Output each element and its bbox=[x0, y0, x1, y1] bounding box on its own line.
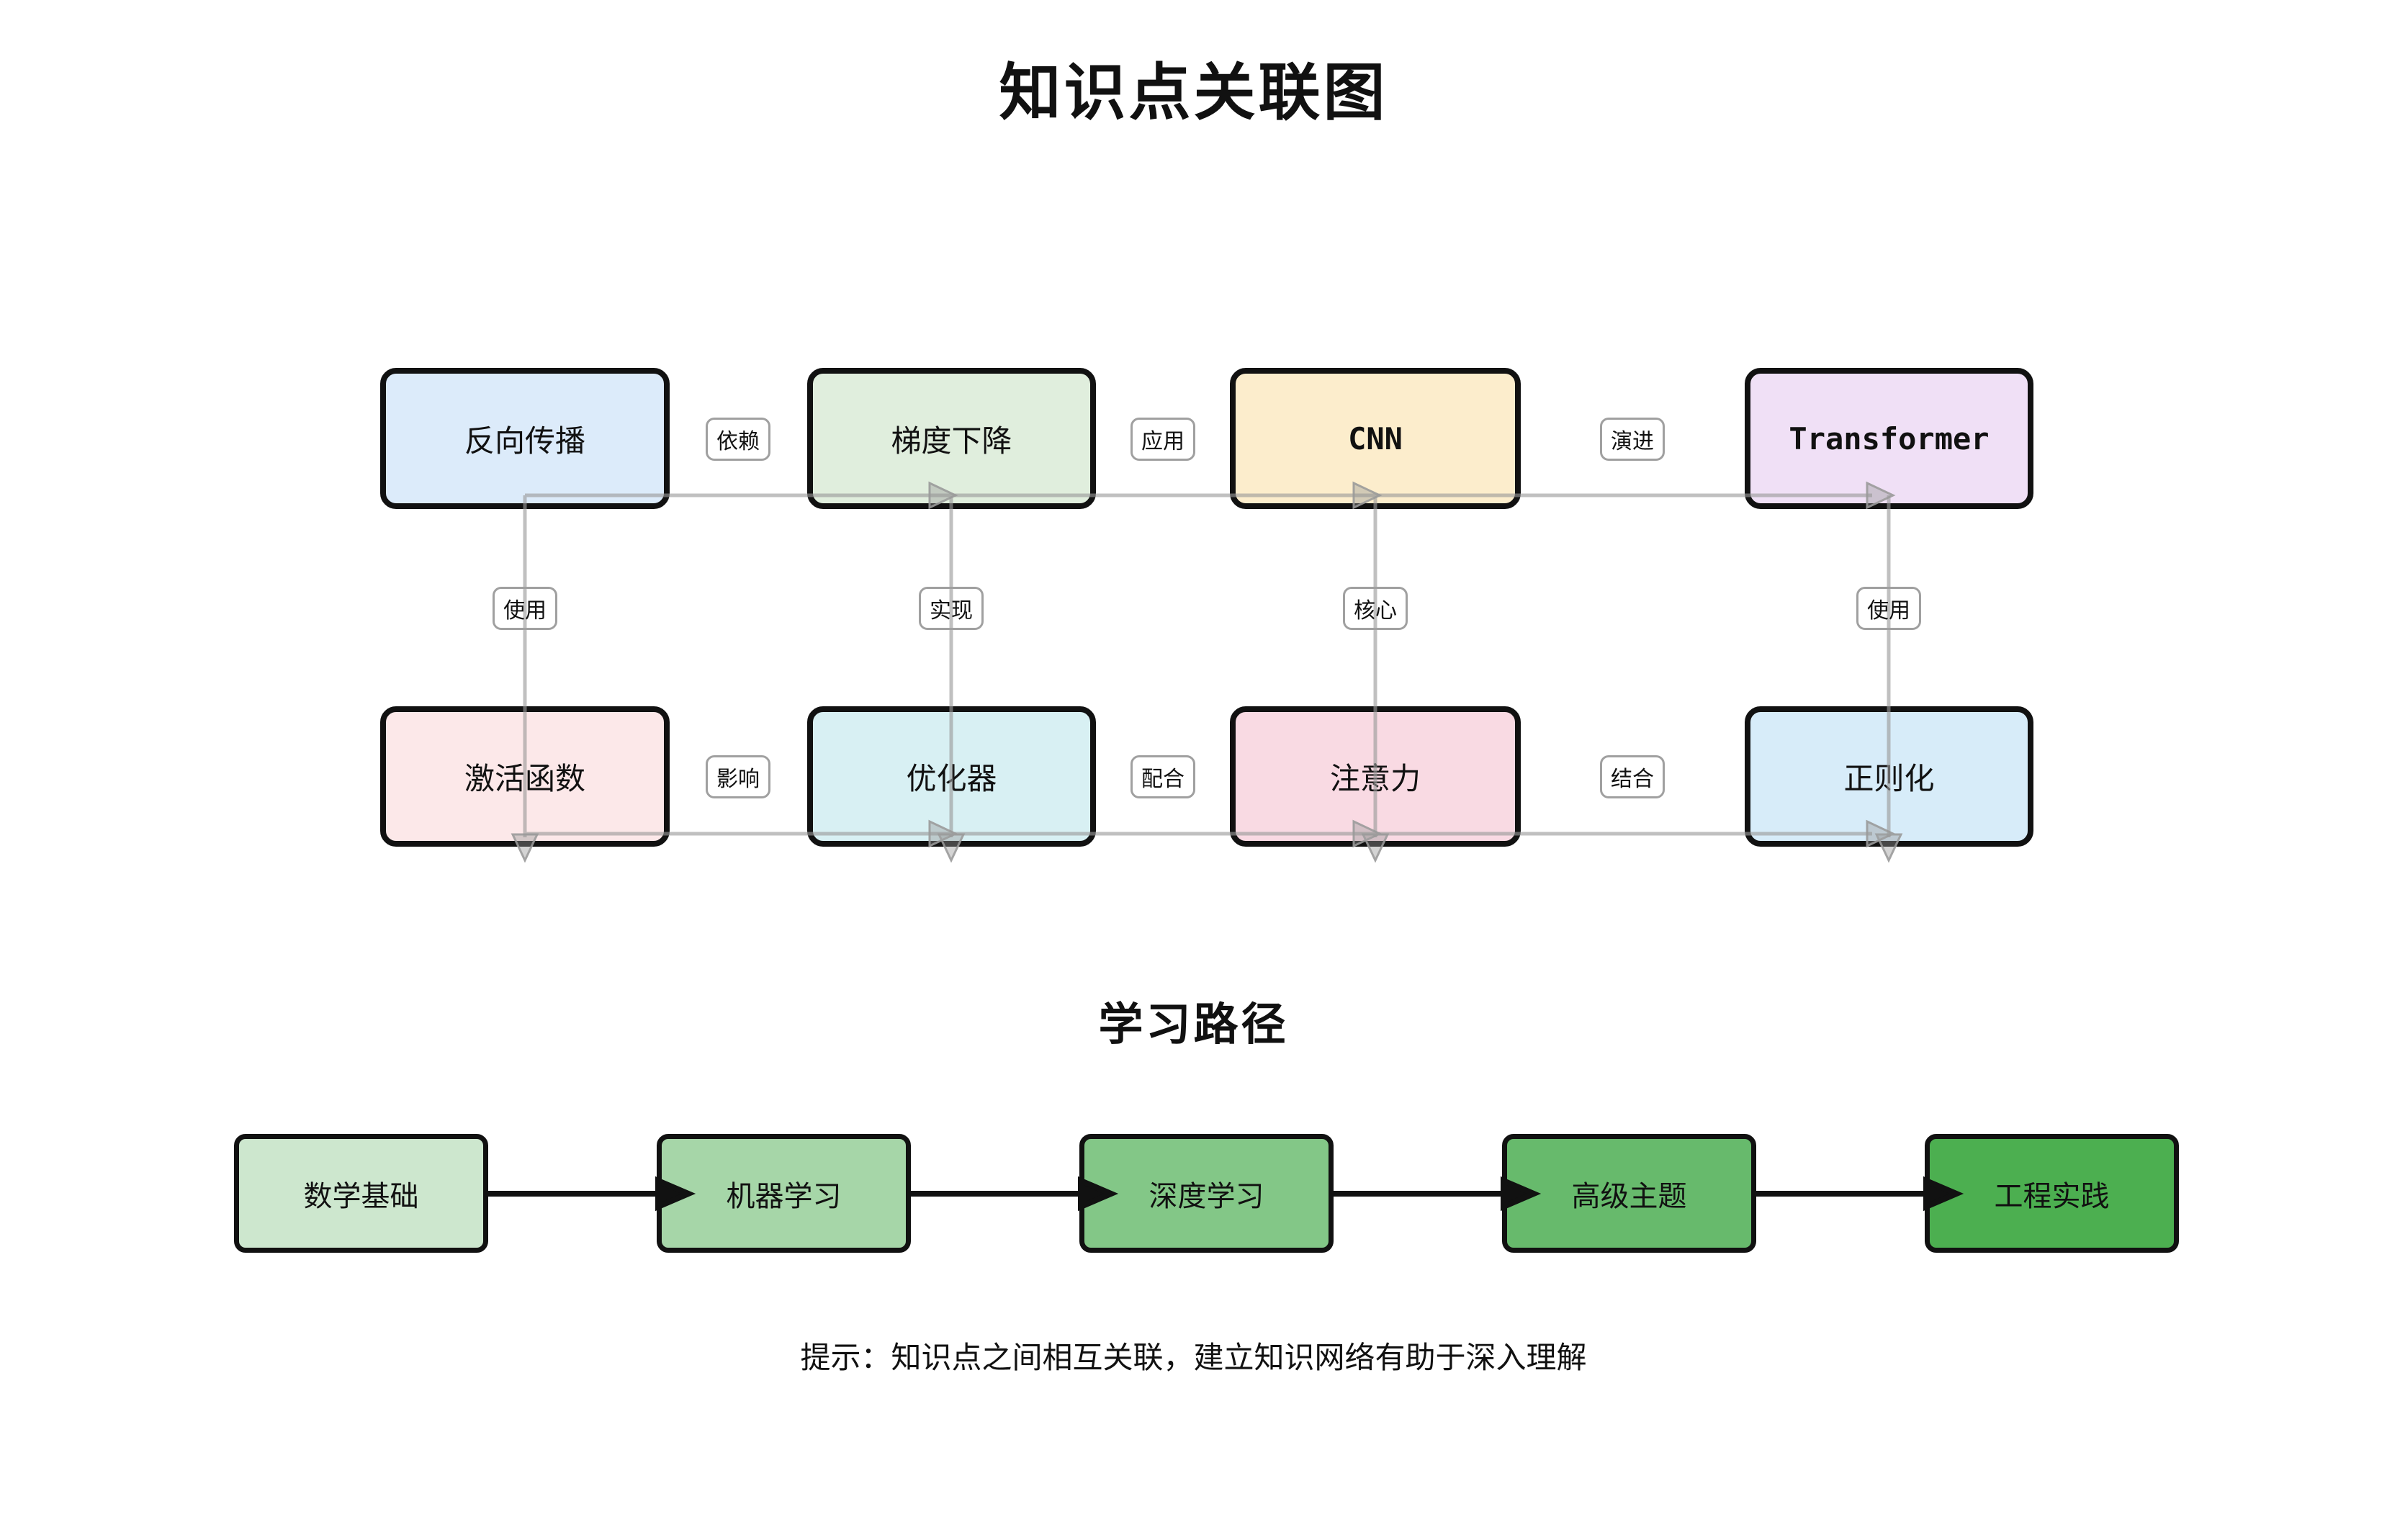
concept-node-label: CNN bbox=[1348, 420, 1403, 456]
concept-node-attention: 注意力 bbox=[1230, 706, 1521, 847]
edge-label-apply: 应用 bbox=[1130, 418, 1195, 461]
concept-node-activation-function: 激活函数 bbox=[380, 706, 670, 847]
path-node-label: 数学基础 bbox=[303, 1179, 419, 1213]
concept-node-label: 反向传播 bbox=[464, 423, 585, 459]
edge-label-use-2: 使用 bbox=[1856, 587, 1921, 630]
path-node-label: 高级主题 bbox=[1571, 1179, 1687, 1213]
concept-node-cnn: CNN bbox=[1230, 368, 1521, 509]
concept-node-optimizer: 优化器 bbox=[807, 706, 1096, 847]
edge-label-use-1: 使用 bbox=[493, 587, 557, 630]
edge-label-cooperate: 配合 bbox=[1130, 755, 1195, 798]
edge-label-combine: 结合 bbox=[1600, 755, 1665, 798]
concept-node-label: 激活函数 bbox=[464, 761, 585, 796]
concept-node-regularization: 正则化 bbox=[1745, 706, 2033, 847]
concept-node-label: 优化器 bbox=[906, 761, 997, 796]
path-node-label: 工程实践 bbox=[1994, 1179, 2110, 1213]
path-node-label: 深度学习 bbox=[1148, 1179, 1264, 1213]
concept-node-label: Transformer bbox=[1789, 420, 1990, 456]
path-node-machine-learning: 机器学习 bbox=[657, 1134, 911, 1253]
hint-text: 提示：知识点之间相互关联，建立知识网络有助于深入理解 bbox=[800, 1340, 1587, 1375]
path-node-engineering-practice: 工程实践 bbox=[1925, 1134, 2179, 1253]
path-node-math-foundation: 数学基础 bbox=[234, 1134, 488, 1253]
concept-node-label: 梯度下降 bbox=[891, 423, 1012, 459]
edge-label-influence: 影响 bbox=[706, 755, 770, 798]
path-node-deep-learning: 深度学习 bbox=[1079, 1134, 1334, 1253]
mindmap-arrowheads bbox=[511, 481, 1903, 863]
page-title: 知识点关联图 bbox=[999, 57, 1388, 129]
path-node-label: 机器学习 bbox=[726, 1179, 842, 1213]
concept-node-label: 注意力 bbox=[1329, 761, 1421, 796]
concept-node-backpropagation: 反向传播 bbox=[380, 368, 670, 509]
path-node-advanced-topics: 高级主题 bbox=[1502, 1134, 1756, 1253]
concept-node-transformer: Transformer bbox=[1745, 368, 2033, 509]
edge-label-evolve: 演进 bbox=[1600, 418, 1665, 461]
edge-label-core: 核心 bbox=[1343, 587, 1408, 630]
edge-label-implement: 实现 bbox=[919, 587, 984, 630]
section-title-learning-path: 学习路径 bbox=[1098, 998, 1289, 1050]
concept-node-gradient-descent: 梯度下降 bbox=[807, 368, 1096, 509]
concept-node-label: 正则化 bbox=[1843, 761, 1935, 796]
edge-label-depends: 依赖 bbox=[706, 418, 770, 461]
